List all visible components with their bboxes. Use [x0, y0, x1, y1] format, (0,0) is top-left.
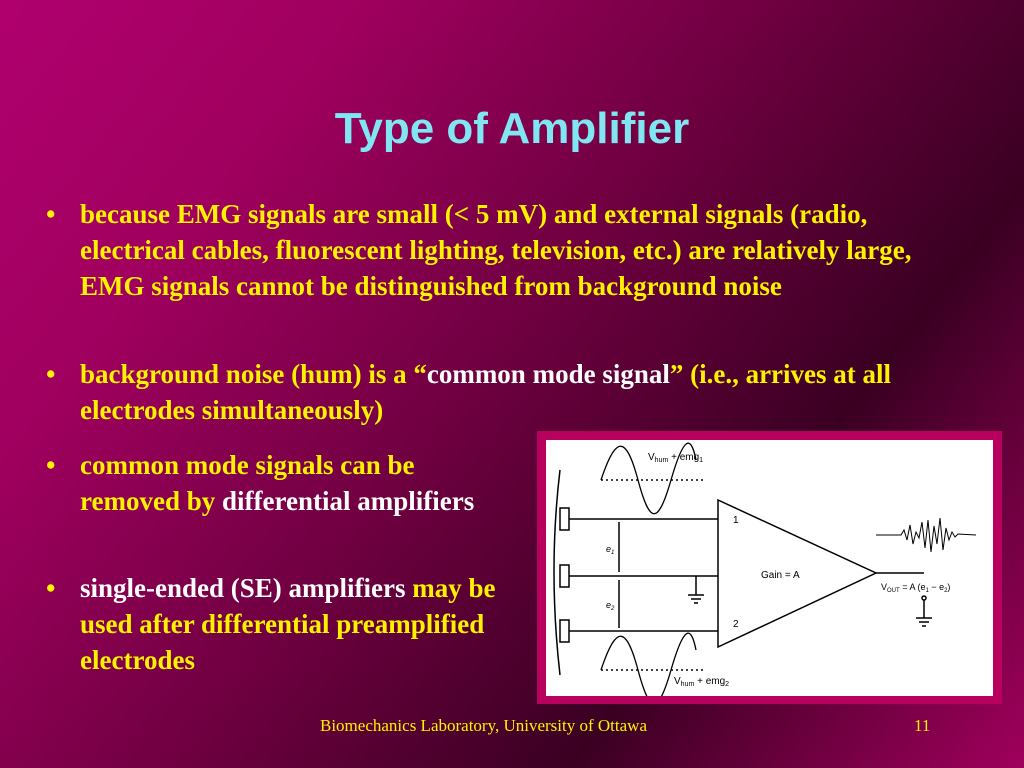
bullet-2: • background noise (hum) is a “common mo…	[46, 356, 946, 428]
gain-label: Gain = A	[761, 570, 800, 581]
top-hum-wave	[600, 442, 697, 515]
bullet-4-highlight: single-ended (SE) amplifiers	[80, 573, 413, 603]
bullet-4: • single-ended (SE) amplifiers may be us…	[46, 570, 516, 678]
bullet-dot-icon: •	[46, 199, 56, 229]
input-2-label: 2	[733, 619, 739, 630]
bullet-3-text: common mode signals can be removed by di…	[80, 447, 516, 519]
amplifier-triangle	[717, 498, 878, 649]
bullet-3: • common mode signals can be removed by …	[46, 447, 516, 519]
page-number: 11	[914, 716, 931, 735]
bullet-dot-icon: •	[46, 359, 56, 389]
bullet-3-part-a: common mode signals can be removed by	[80, 450, 415, 516]
e2-label: e2	[606, 600, 615, 612]
amplifier-schematic: Vhum + emg1 Vhum + emg2 e1 e2 1 2 Gain =…	[553, 442, 977, 705]
electrode-2	[559, 619, 570, 643]
bottom-wave-label: Vhum + emg2	[674, 676, 729, 688]
diagram-frame: Vhum + emg1 Vhum + emg2 e1 e2 1 2 Gain =…	[537, 431, 1002, 705]
bullet-3-highlight: differential amplifiers	[222, 486, 475, 516]
electrode-1	[559, 507, 570, 531]
bullet-2-highlight: common mode signal	[426, 359, 670, 389]
top-wave-label: Vhum + emg1	[648, 452, 703, 464]
bullet-2-text: background noise (hum) is a “common mode…	[80, 356, 946, 428]
bullet-1: • because EMG signals are small (< 5 mV)…	[46, 196, 946, 304]
bullet-2-part-a: background noise (hum) is a “	[80, 359, 427, 389]
electrode-ref	[559, 564, 570, 588]
bullet-dot-icon: •	[46, 450, 56, 480]
bullet-1-text: because EMG signals are small (< 5 mV) a…	[80, 199, 912, 301]
differential-amplifier-diagram: Vhum + emg1 Vhum + emg2 e1 e2 1 2 Gain =…	[546, 440, 993, 705]
footer-affiliation: Biomechanics Laboratory, University of O…	[320, 716, 647, 735]
bullet-4-part-b: may be used after differential preamplif…	[80, 573, 496, 675]
slide-title: Type of Amplifier	[334, 104, 690, 153]
bullet-2-part-b: ” (i.e., arrives at all electrodes simul…	[80, 359, 892, 425]
bullet-dot-icon: •	[46, 573, 56, 603]
bullet-4-text: single-ended (SE) amplifiers may be used…	[80, 570, 516, 678]
e1-label: e1	[606, 544, 614, 556]
vout-label: VOUT = A (e1 − e2)	[881, 582, 950, 594]
emg-output-signal	[876, 517, 977, 553]
skin-surface-curve	[553, 469, 561, 676]
input-1-label: 1	[733, 515, 739, 526]
